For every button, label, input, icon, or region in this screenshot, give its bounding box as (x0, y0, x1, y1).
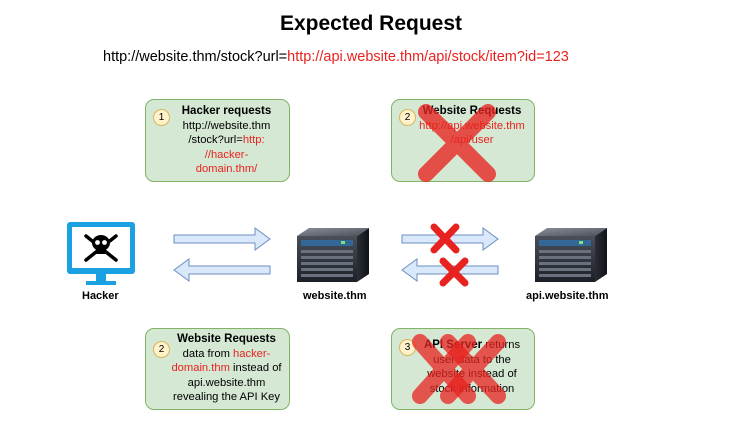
step-title: Website Requests (177, 333, 276, 345)
step-text-line: /stock?url= (188, 134, 243, 146)
step-box-website-requests-data: 2 Website Requests data from hacker- dom… (145, 328, 290, 410)
step-number-badge: 1 (153, 109, 170, 126)
step-red-text: hacker- (233, 347, 271, 360)
node-label-api: api.website.thm (526, 290, 609, 302)
blocked-cross-icon (439, 257, 469, 287)
request-url: http://website.thm/stock?url=http://api.… (103, 49, 569, 65)
step-text-line: api.website.thm (187, 376, 266, 389)
step-text-line: data from (182, 347, 234, 360)
step-red-text: //hacker- (204, 148, 249, 161)
step-title: Hacker requests (181, 105, 272, 117)
step-number-badge: 2 (153, 341, 170, 358)
request-url-highlight: http://api.website.thm/api/stock/item?id… (287, 49, 569, 65)
step-number-badge: 2 (399, 109, 416, 126)
skull-crossbones-icon (84, 234, 118, 262)
request-url-prefix: http://website.thm/stock?url= (103, 49, 288, 65)
step-text-line: revealing the API Key (173, 391, 280, 403)
node-label-hacker: Hacker (82, 290, 119, 302)
step-red-text: domain.thm/ (195, 163, 258, 175)
step-box-hacker-requests: 1 Hacker requests http://website.thm /st… (145, 99, 290, 182)
step-title: Website Requests (422, 105, 522, 117)
node-label-website: website.thm (303, 290, 367, 302)
arrow-hacker-to-website (173, 227, 271, 251)
arrow-website-to-hacker (173, 258, 271, 282)
step-text-line: http://website.thm (182, 119, 271, 132)
step-text-line: instead of (229, 362, 282, 374)
api-server-icon (535, 228, 607, 282)
blocked-cross-icon (440, 334, 506, 404)
step-red-text: domain.thm (171, 362, 230, 374)
step-red-text: http: (242, 134, 265, 146)
diagram-title: Expected Request (279, 12, 463, 35)
website-server-icon (297, 228, 369, 282)
blocked-cross-icon (418, 104, 496, 182)
blocked-cross-icon (430, 223, 460, 254)
